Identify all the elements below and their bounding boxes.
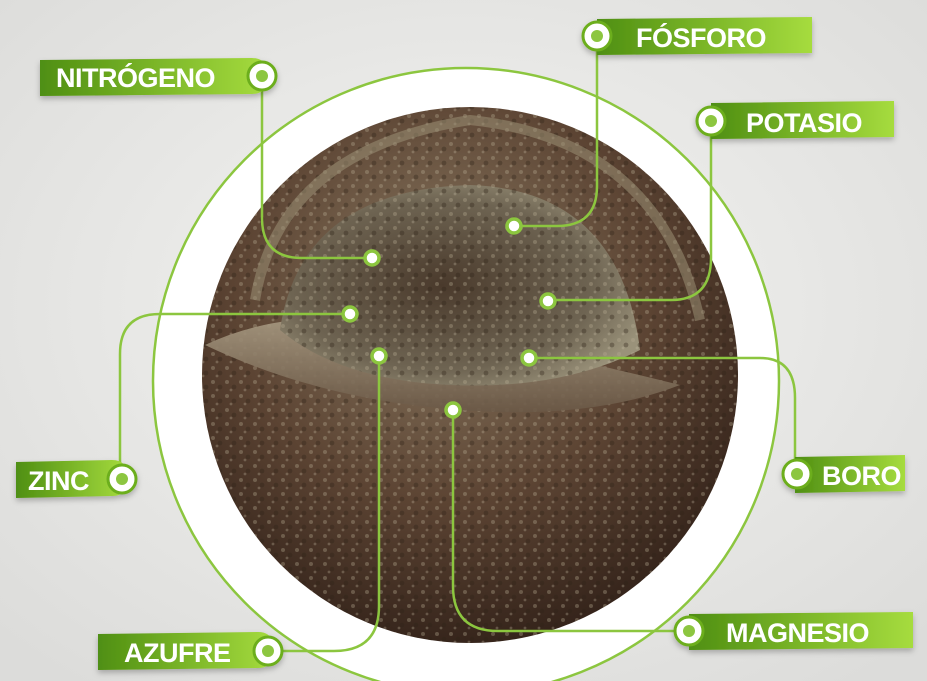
label-text-zinc: ZINC (28, 466, 89, 496)
label-nitrogeno: NITRÓGENO (40, 58, 276, 96)
label-text-magnesio: MAGNESIO (726, 618, 869, 648)
label-fosforo: FÓSFORO (583, 17, 812, 55)
label-azufre: AZUFRE (98, 632, 282, 670)
node-potasio (541, 294, 555, 308)
node-nitrogeno (365, 251, 379, 265)
label-magnesio: MAGNESIO (675, 612, 913, 650)
node-fosforo (507, 219, 521, 233)
node-magnesio (446, 403, 460, 417)
label-zinc: ZINC (16, 460, 136, 498)
label-text-azufre: AZUFRE (124, 638, 231, 668)
label-boro: BORO (783, 455, 905, 493)
node-azufre (372, 349, 386, 363)
label-text-nitrogeno: NITRÓGENO (56, 62, 215, 93)
label-potasio: POTASIO (697, 101, 894, 139)
label-text-fosforo: FÓSFORO (636, 22, 766, 53)
label-text-potasio: POTASIO (746, 108, 862, 138)
label-text-boro: BORO (822, 461, 901, 491)
node-boro (522, 351, 536, 365)
node-zinc (343, 307, 357, 321)
soil-sphere (202, 107, 738, 643)
